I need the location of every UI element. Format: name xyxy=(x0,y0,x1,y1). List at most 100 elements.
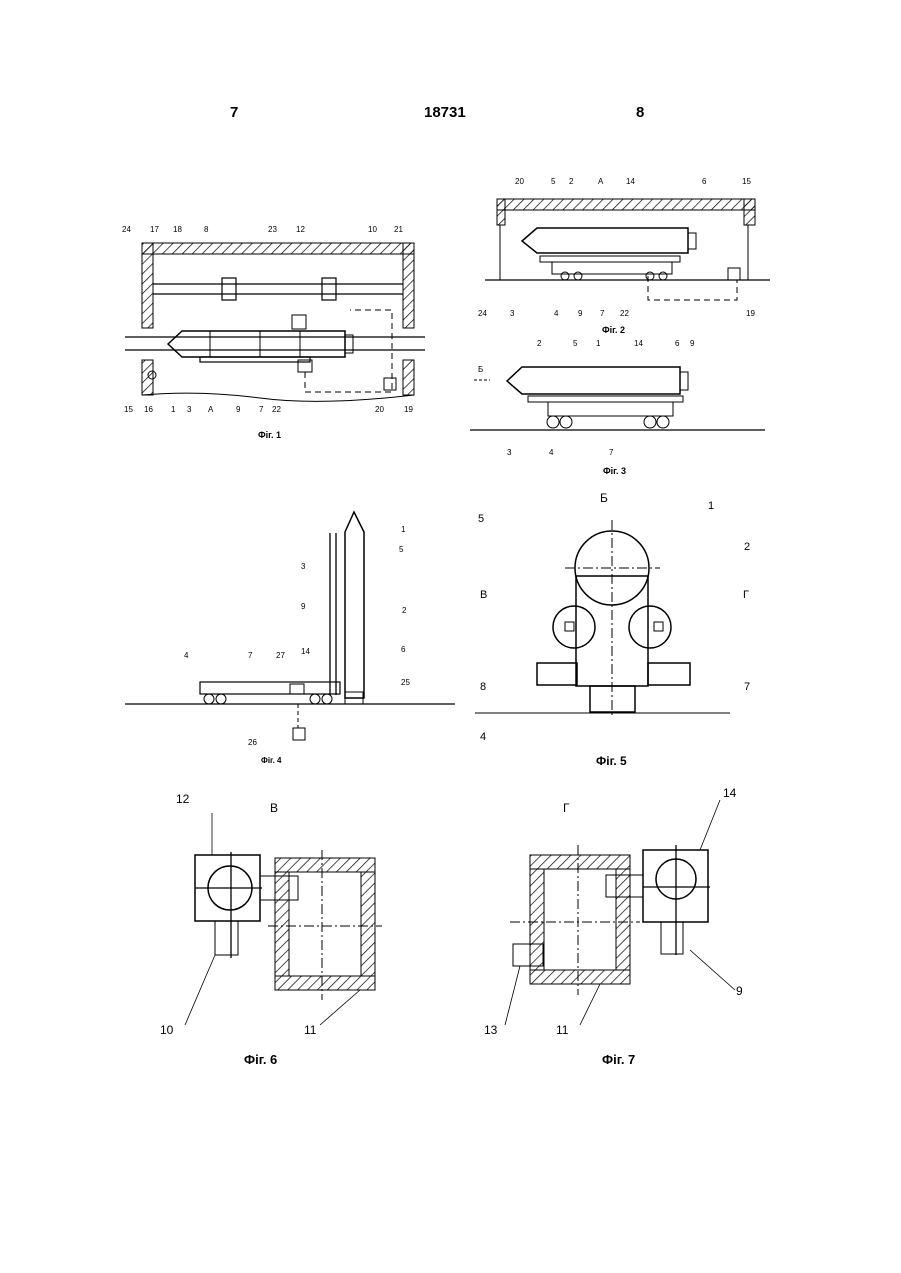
fig5-label: 5 xyxy=(478,513,484,525)
fig1-label: 19 xyxy=(404,405,413,414)
figure-3 xyxy=(470,367,765,430)
fig1-label: 21 xyxy=(394,225,403,234)
fig4-label: 5 xyxy=(399,545,404,554)
figure-7 xyxy=(510,845,710,995)
fig1-label: 15 xyxy=(124,405,133,414)
fig1-missile-body xyxy=(168,331,345,357)
fig6-label: 10 xyxy=(160,1023,174,1037)
fig1-view-marker: А xyxy=(208,405,214,414)
fig1-label: 1 xyxy=(171,405,176,414)
fig1-label: 24 xyxy=(122,225,131,234)
fig4-label: 9 xyxy=(301,602,306,611)
fig6-label: 12 xyxy=(176,792,190,806)
fig7-label: 11 xyxy=(556,1023,569,1037)
fig1-label: 12 xyxy=(296,225,305,234)
fig5-view-marker: Б xyxy=(600,491,608,505)
fig1-left-wall-lower xyxy=(142,360,153,395)
fig4-missile-vertical xyxy=(345,512,364,698)
fig7-caption: Фіг. 7 xyxy=(602,1052,635,1067)
fig6-caption: Фіг. 6 xyxy=(244,1052,277,1067)
fig4-label: 2 xyxy=(402,606,407,615)
fig1-label: 3 xyxy=(187,405,192,414)
fig5-label: В xyxy=(480,589,487,601)
fig5-labels: Б 5 1 2 В Г 8 7 4 xyxy=(478,491,750,743)
fig7-label: 14 xyxy=(723,786,737,800)
fig4-label: 3 xyxy=(301,562,306,571)
fig3-label: 2 xyxy=(537,339,542,348)
fig2-caption: Фіг. 2 xyxy=(602,325,625,335)
fig5-label: 1 xyxy=(708,500,714,512)
fig1-right-wall-upper xyxy=(403,243,414,328)
fig2-view-marker: А xyxy=(598,177,604,186)
fig6-view-marker: В xyxy=(270,801,278,815)
fig4-label: 7 xyxy=(248,651,253,660)
fig7-labels: Г 14 13 11 9 xyxy=(484,786,743,1037)
fig3-label: 14 xyxy=(634,339,643,348)
fig1-label: 17 xyxy=(150,225,159,234)
fig2-label: 24 xyxy=(478,309,487,318)
fig3-view-marker: Б xyxy=(478,365,483,374)
fig2-label: 2 xyxy=(569,177,574,186)
fig4-label: 25 xyxy=(401,678,410,687)
fig7-label: 13 xyxy=(484,1023,498,1037)
fig4-labels: 1 5 3 9 2 4 7 27 14 6 25 26 xyxy=(184,525,410,747)
figure-5 xyxy=(475,520,730,715)
figure-1 xyxy=(125,243,425,401)
fig6-label: 11 xyxy=(304,1023,317,1037)
fig5-label: 7 xyxy=(744,681,750,693)
fig4-label: 4 xyxy=(184,651,189,660)
fig3-caption: Фіг. 3 xyxy=(603,466,626,476)
figure-2 xyxy=(485,199,770,300)
fig2-label: 20 xyxy=(515,177,524,186)
fig2-label: 5 xyxy=(551,177,556,186)
fig1-ground-line xyxy=(142,393,414,401)
fig1-label: 20 xyxy=(375,405,384,414)
fig3-label: 3 xyxy=(507,448,512,457)
fig2-label: 19 xyxy=(746,309,755,318)
fig1-label: 22 xyxy=(272,405,281,414)
fig3-label: 5 xyxy=(573,339,578,348)
fig2-label: 3 xyxy=(510,309,515,318)
fig1-caption: Фіг. 1 xyxy=(258,430,281,440)
fig3-label: 9 xyxy=(690,339,695,348)
fig4-label: 1 xyxy=(401,525,406,534)
fig1-label: 16 xyxy=(144,405,153,414)
fig2-label: 9 xyxy=(578,309,583,318)
fig3-label: 7 xyxy=(609,448,614,457)
fig6-labels: В 12 10 11 xyxy=(160,792,317,1037)
fig2-label: 15 xyxy=(742,177,751,186)
figure-6 xyxy=(195,850,382,1000)
fig1-label: 10 xyxy=(368,225,377,234)
fig5-label: Г xyxy=(743,589,749,601)
fig1-label: 8 xyxy=(204,225,209,234)
fig1-coupling-1 xyxy=(222,278,236,300)
fig1-label: 9 xyxy=(236,405,241,414)
fig4-label: 6 xyxy=(401,645,406,654)
fig5-caption: Фіг. 5 xyxy=(596,754,627,768)
fig5-label: 8 xyxy=(480,681,486,693)
fig7-label: 9 xyxy=(736,984,743,998)
fig7-view-marker: Г xyxy=(563,801,570,815)
fig1-label: 18 xyxy=(173,225,182,234)
fig1-label: 23 xyxy=(268,225,277,234)
fig2-label: 22 xyxy=(620,309,629,318)
fig2-label: 4 xyxy=(554,309,559,318)
fig5-label: 4 xyxy=(480,731,486,743)
leader-lines xyxy=(185,800,735,1025)
fig1-label: 7 xyxy=(259,405,264,414)
fig2-label: 7 xyxy=(600,309,605,318)
fig1-top-wall xyxy=(142,243,414,254)
fig4-label: 27 xyxy=(276,651,285,660)
fig2-labels: 20 5 2 А 14 6 15 24 3 4 9 7 22 19 xyxy=(478,177,755,318)
fig1-right-wall-lower xyxy=(403,360,414,395)
fig1-left-wall-upper xyxy=(142,243,153,328)
fig3-label: 4 xyxy=(549,448,554,457)
fig2-label: 6 xyxy=(702,177,707,186)
fig1-coupling-2 xyxy=(322,278,336,300)
fig4-label: 14 xyxy=(301,647,310,656)
fig3-labels: Б 2 5 1 14 6 9 3 4 7 xyxy=(478,339,695,457)
fig3-label: 1 xyxy=(596,339,601,348)
fig5-label: 2 xyxy=(744,541,750,553)
figure-4 xyxy=(125,512,455,740)
